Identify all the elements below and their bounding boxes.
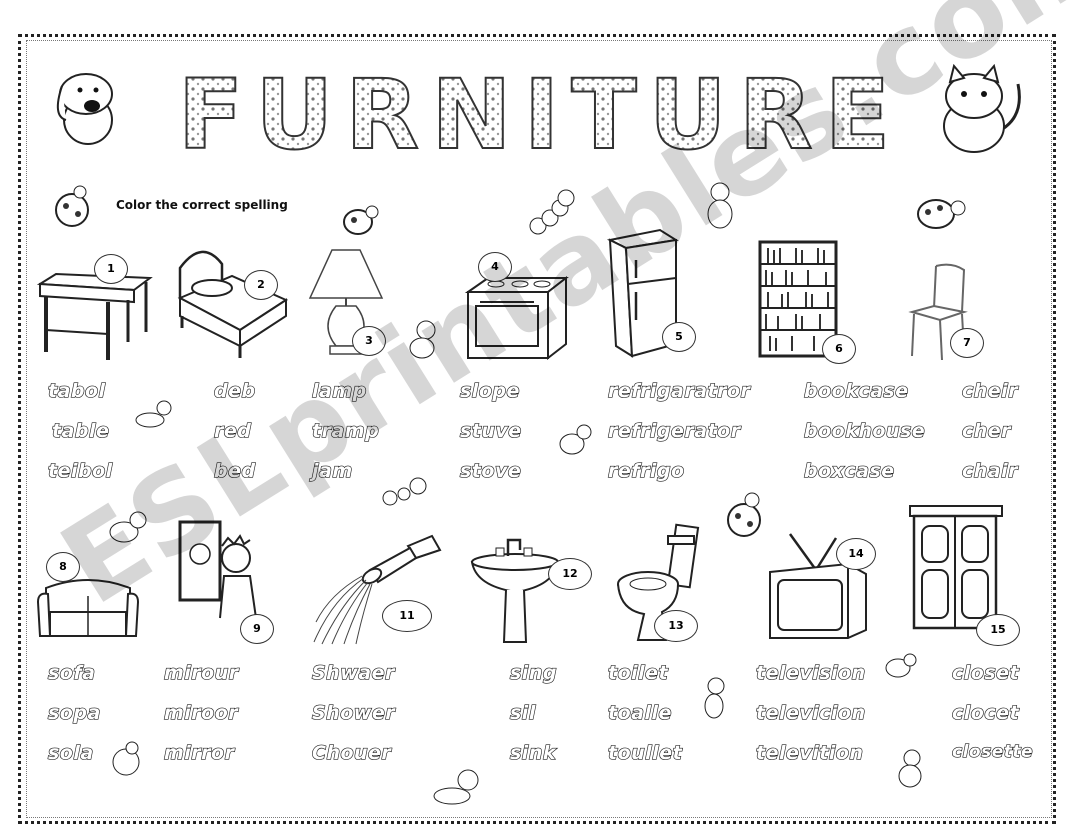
- picture-number: 1: [94, 254, 128, 284]
- spelling-option[interactable]: sopa: [47, 701, 101, 724]
- spelling-option[interactable]: lamp: [311, 379, 367, 402]
- spelling-option[interactable]: clocet: [951, 701, 1020, 724]
- spelling-option[interactable]: mirror: [163, 741, 235, 764]
- caterpillar-icon: [704, 677, 725, 719]
- spelling-option[interactable]: Chouer: [311, 741, 392, 764]
- worksheet-title: FURNITURE: [177, 66, 902, 166]
- picture-number: 14: [836, 538, 876, 570]
- spelling-option[interactable]: closet: [951, 661, 1020, 684]
- spelling-option[interactable]: bed: [213, 459, 256, 482]
- picture-number: 7: [950, 328, 984, 358]
- picture-number: 4: [478, 252, 512, 282]
- picture-number: 2: [244, 270, 278, 300]
- spelling-option[interactable]: red: [213, 419, 252, 442]
- spelling-option[interactable]: refrigaratror: [607, 379, 751, 402]
- spelling-option[interactable]: television: [755, 661, 866, 684]
- chair-picture: [908, 263, 968, 361]
- spelling-option[interactable]: televicion: [755, 701, 866, 724]
- spelling-option[interactable]: televition: [755, 741, 864, 764]
- page-border-inner: [26, 40, 1052, 818]
- spelling-option[interactable]: mirour: [163, 661, 239, 684]
- picture-number: 8: [46, 552, 80, 582]
- spelling-option[interactable]: sola: [47, 741, 94, 764]
- spelling-option[interactable]: chair: [961, 459, 1018, 482]
- caterpillar-icon: [135, 400, 172, 428]
- spelling-option[interactable]: cheir: [961, 379, 1019, 402]
- ladybug-icon: [55, 185, 89, 227]
- mirror-picture: [178, 520, 257, 619]
- spelling-option[interactable]: jam: [311, 459, 353, 482]
- shower-picture: [313, 534, 442, 645]
- dog-character-icon: [56, 73, 113, 145]
- closet-picture: [909, 505, 1003, 630]
- title-text: FURNITURE: [178, 66, 902, 166]
- bug-character-icon: [885, 653, 917, 678]
- spelling-option[interactable]: tabol: [47, 379, 106, 402]
- ant-icon: [382, 477, 427, 506]
- ladybug-icon: [917, 199, 966, 229]
- spelling-option[interactable]: Shower: [311, 701, 396, 724]
- spelling-option[interactable]: sofa: [47, 661, 96, 684]
- picture-number: 13: [654, 610, 698, 642]
- caterpillar-icon: [529, 189, 575, 235]
- spelling-option[interactable]: teibol: [47, 459, 113, 482]
- stove-picture: [464, 275, 569, 361]
- spelling-option[interactable]: refrigerator: [607, 419, 741, 442]
- spelling-option[interactable]: cher: [961, 419, 1012, 442]
- spelling-option[interactable]: miroor: [163, 701, 239, 724]
- bed-picture: [177, 250, 289, 358]
- spelling-option[interactable]: Shwaer: [311, 661, 395, 684]
- page-border: [18, 34, 1056, 824]
- bug-character-icon: [707, 182, 733, 229]
- bee-icon: [109, 511, 147, 543]
- cat-character-icon: [943, 64, 1021, 153]
- table-picture: [36, 272, 153, 360]
- picture-number: 11: [382, 600, 432, 632]
- picture-number: 3: [352, 326, 386, 356]
- instruction-text: Color the correct spelling: [116, 198, 288, 212]
- spelling-option[interactable]: sil: [509, 701, 536, 724]
- picture-number: 5: [662, 322, 696, 352]
- ladybug-icon: [112, 741, 140, 776]
- picture-number: 9: [240, 614, 274, 644]
- bug-character-icon: [898, 749, 922, 788]
- spelling-option[interactable]: refrigo: [607, 459, 685, 482]
- ladybug-icon: [727, 492, 761, 537]
- spelling-option[interactable]: stuve: [459, 419, 522, 442]
- spelling-option[interactable]: toullet: [607, 741, 683, 764]
- picture-number: 12: [548, 558, 592, 590]
- spelling-option[interactable]: bookcase: [803, 379, 909, 402]
- spelling-option[interactable]: slope: [459, 379, 520, 402]
- bee-icon: [559, 424, 592, 455]
- spelling-option[interactable]: sing: [509, 661, 557, 684]
- spelling-option[interactable]: toalle: [607, 701, 672, 724]
- spelling-option[interactable]: boxcase: [803, 459, 895, 482]
- spelling-option[interactable]: deb: [213, 379, 256, 402]
- lamp-picture: [308, 249, 384, 355]
- refrigerator-picture: [606, 228, 679, 358]
- spelling-option[interactable]: toilet: [607, 661, 669, 684]
- spelling-option[interactable]: sink: [509, 741, 556, 764]
- sink-picture: [470, 538, 560, 643]
- sofa-picture: [36, 579, 140, 637]
- spelling-option[interactable]: stove: [459, 459, 522, 482]
- spelling-option[interactable]: tramp: [311, 419, 380, 442]
- bookcase-picture: [758, 240, 838, 358]
- television-picture: [769, 533, 867, 639]
- ladybug-icon: [343, 205, 379, 235]
- picture-number: 15: [976, 614, 1020, 646]
- picture-number: 6: [822, 334, 856, 364]
- spelling-option[interactable]: bookhouse: [803, 419, 926, 442]
- spelling-option[interactable]: table: [51, 419, 110, 442]
- bug-character-icon: [409, 320, 436, 359]
- spelling-option[interactable]: closette: [951, 741, 1034, 762]
- caterpillar-icon: [433, 769, 479, 805]
